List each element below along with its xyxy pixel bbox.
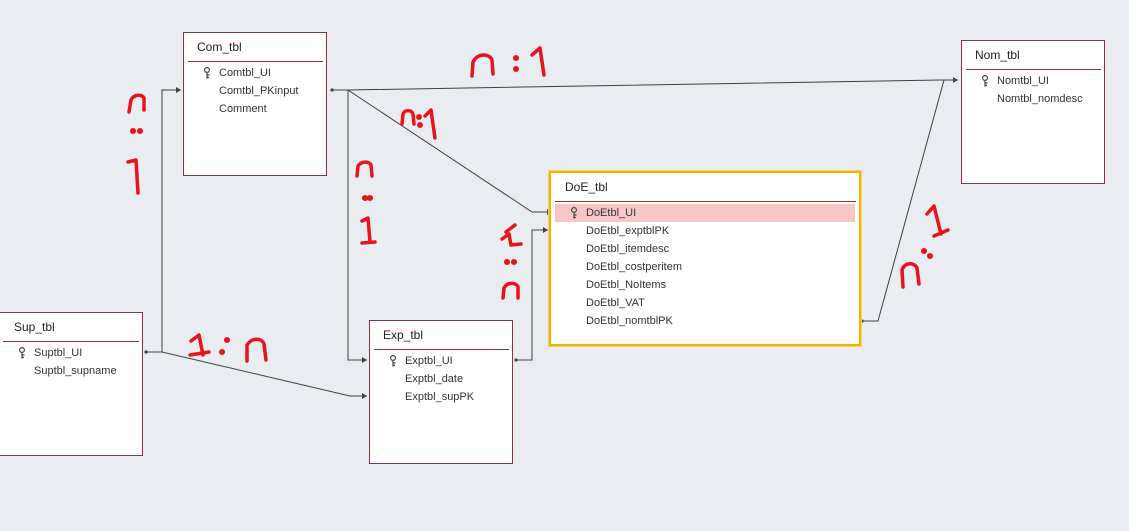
field-row-selected[interactable]: DoEtbl_UI [555, 204, 855, 222]
relationship-doe-nom[interactable] [862, 79, 958, 322]
table-nom[interactable]: Nom_tbl Nomtbl_UI Nomtbl_nomdesc [961, 40, 1105, 184]
divider [374, 349, 509, 350]
field-name: Comment [219, 103, 267, 115]
field-row[interactable]: DoEtbl_costperitem [551, 258, 859, 276]
relationship-com-doe[interactable] [332, 89, 552, 213]
table-title: DoE_tbl [565, 180, 608, 194]
field-row[interactable]: Exptbl_date [370, 370, 512, 388]
table-sup[interactable]: Sup_tbl Suptbl_UI Suptbl_supname [0, 312, 143, 456]
field-name: Nomtbl_nomdesc [997, 93, 1083, 105]
field-name: Suptbl_UI [34, 347, 83, 359]
relationship-com-exp[interactable] [332, 89, 367, 361]
table-title: Nom_tbl [975, 48, 1020, 62]
field-row[interactable]: DoEtbl_VAT [551, 294, 859, 312]
divider [555, 201, 856, 202]
divider [3, 341, 139, 342]
field-row[interactable]: Comment [184, 100, 326, 118]
key-icon [571, 207, 577, 219]
field-row[interactable]: Suptbl_supname [0, 362, 142, 380]
table-title: Sup_tbl [14, 320, 55, 334]
relationship-sup-com[interactable] [146, 89, 181, 353]
field-row[interactable]: Comtbl_UI [184, 64, 326, 82]
key-icon [390, 355, 396, 367]
relationship-exp-doe[interactable] [516, 229, 548, 361]
field-name: DoEtbl_NoItems [586, 279, 667, 291]
field-row[interactable]: Comtbl_PKinput [184, 82, 326, 100]
field-name: DoEtbl_exptblPK [586, 225, 670, 237]
field-row[interactable]: Nomtbl_nomdesc [962, 90, 1104, 108]
field-row[interactable]: Exptbl_supPK [370, 388, 512, 406]
field-name: DoEtbl_costperitem [586, 261, 682, 273]
field-name: DoEtbl_nomtblPK [586, 315, 673, 327]
table-exp[interactable]: Exp_tbl Exptbl_UI Exptbl_date Exptbl_sup… [369, 320, 513, 464]
field-row[interactable]: DoEtbl_nomtblPK [551, 312, 859, 330]
field-row[interactable]: Suptbl_UI [0, 344, 142, 362]
field-name: DoEtbl_UI [586, 207, 637, 219]
field-name: Comtbl_UI [219, 67, 271, 79]
field-name: Exptbl_date [405, 373, 464, 385]
key-icon [19, 347, 25, 359]
field-row[interactable]: DoEtbl_exptblPK [551, 222, 859, 240]
field-row[interactable]: DoEtbl_itemdesc [551, 240, 859, 258]
field-row[interactable]: DoEtbl_NoItems [551, 276, 859, 294]
key-icon [204, 67, 210, 79]
field-row[interactable]: Exptbl_UI [370, 352, 512, 370]
table-com[interactable]: Com_tbl Comtbl_UI Comtbl_PKinput Comment [183, 32, 327, 176]
divider [188, 61, 323, 62]
field-name: Suptbl_supname [34, 365, 117, 377]
table-title: Exp_tbl [383, 328, 424, 342]
table-title: Com_tbl [197, 40, 242, 54]
divider [966, 69, 1101, 70]
relationship-com-nom[interactable] [332, 79, 958, 91]
field-name: Comtbl_PKinput [219, 85, 299, 97]
key-icon [982, 75, 988, 87]
field-name: DoEtbl_VAT [586, 297, 645, 309]
field-row[interactable]: Nomtbl_UI [962, 72, 1104, 90]
field-name: Exptbl_supPK [405, 391, 475, 403]
field-name: DoEtbl_itemdesc [586, 243, 670, 255]
relationship-sup-exp[interactable] [146, 351, 367, 397]
field-name: Nomtbl_UI [997, 75, 1049, 87]
field-name: Exptbl_UI [405, 355, 453, 367]
table-doe[interactable]: DoE_tbl DoEtbl_UI DoEtbl_exptblPK DoEtbl… [549, 171, 861, 346]
